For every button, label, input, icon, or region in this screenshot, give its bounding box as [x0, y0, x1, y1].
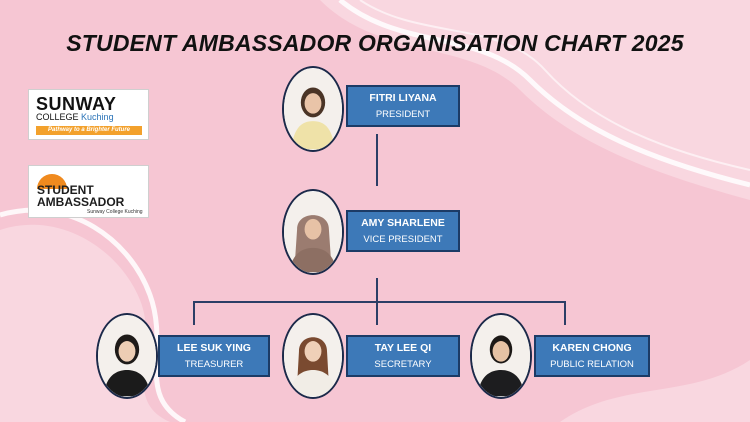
vice-president-box: AMY SHARLENE VICE PRESIDENT: [346, 210, 460, 252]
connector-middle-drop: [376, 301, 378, 325]
member-name: FITRI LIYANA: [369, 92, 437, 104]
public-relation-box: KAREN CHONG PUBLIC RELATION: [534, 335, 650, 377]
president-box: FITRI LIYANA PRESIDENT: [346, 85, 460, 127]
ambassador-logo-line1: STUDENT: [37, 183, 94, 197]
connector-horizontal: [193, 301, 566, 303]
member-name: AMY SHARLENE: [361, 217, 445, 229]
member-name: TAY LEE QI: [374, 342, 432, 354]
ambassador-logo-sub: Sunway College Kuching: [87, 209, 143, 215]
secretary-box: TAY LEE QI SECRETARY: [346, 335, 460, 377]
connector-president-vp: [376, 134, 378, 186]
member-name: LEE SUK YING: [177, 342, 251, 354]
president-photo: [282, 66, 344, 152]
connector-vp-down: [376, 278, 378, 302]
secretary-photo: [282, 313, 344, 399]
member-role: PRESIDENT: [375, 109, 431, 120]
connector-left-drop: [193, 301, 195, 325]
sunway-college-text: COLLEGE Kuching: [36, 112, 114, 122]
member-role: VICE PRESIDENT: [363, 234, 443, 245]
chart-title: STUDENT AMBASSADOR ORGANISATION CHART 20…: [66, 30, 684, 56]
public-relation-photo: [470, 313, 532, 399]
member-role: TREASURER: [184, 359, 244, 370]
sun-icon: [37, 174, 67, 189]
vice-president-photo: [282, 189, 344, 275]
member-name: KAREN CHONG: [552, 342, 632, 354]
member-role: SECRETARY: [374, 359, 432, 370]
treasurer-box: LEE SUK YING TREASURER: [158, 335, 270, 377]
member-role: PUBLIC RELATION: [550, 359, 634, 370]
sunway-brand-text: SUNWAY: [36, 94, 117, 114]
connector-right-drop: [564, 301, 566, 325]
student-ambassador-logo: STUDENT AMBASSADOR Sunway College Kuchin…: [28, 165, 149, 218]
sunway-college-logo: SUNWAY COLLEGE Kuching Pathway to a Brig…: [28, 89, 149, 140]
treasurer-photo: [96, 313, 158, 399]
sunway-tagline: Pathway to a Brighter Future: [36, 126, 142, 135]
ambassador-logo-line2: AMBASSADOR: [37, 195, 125, 209]
